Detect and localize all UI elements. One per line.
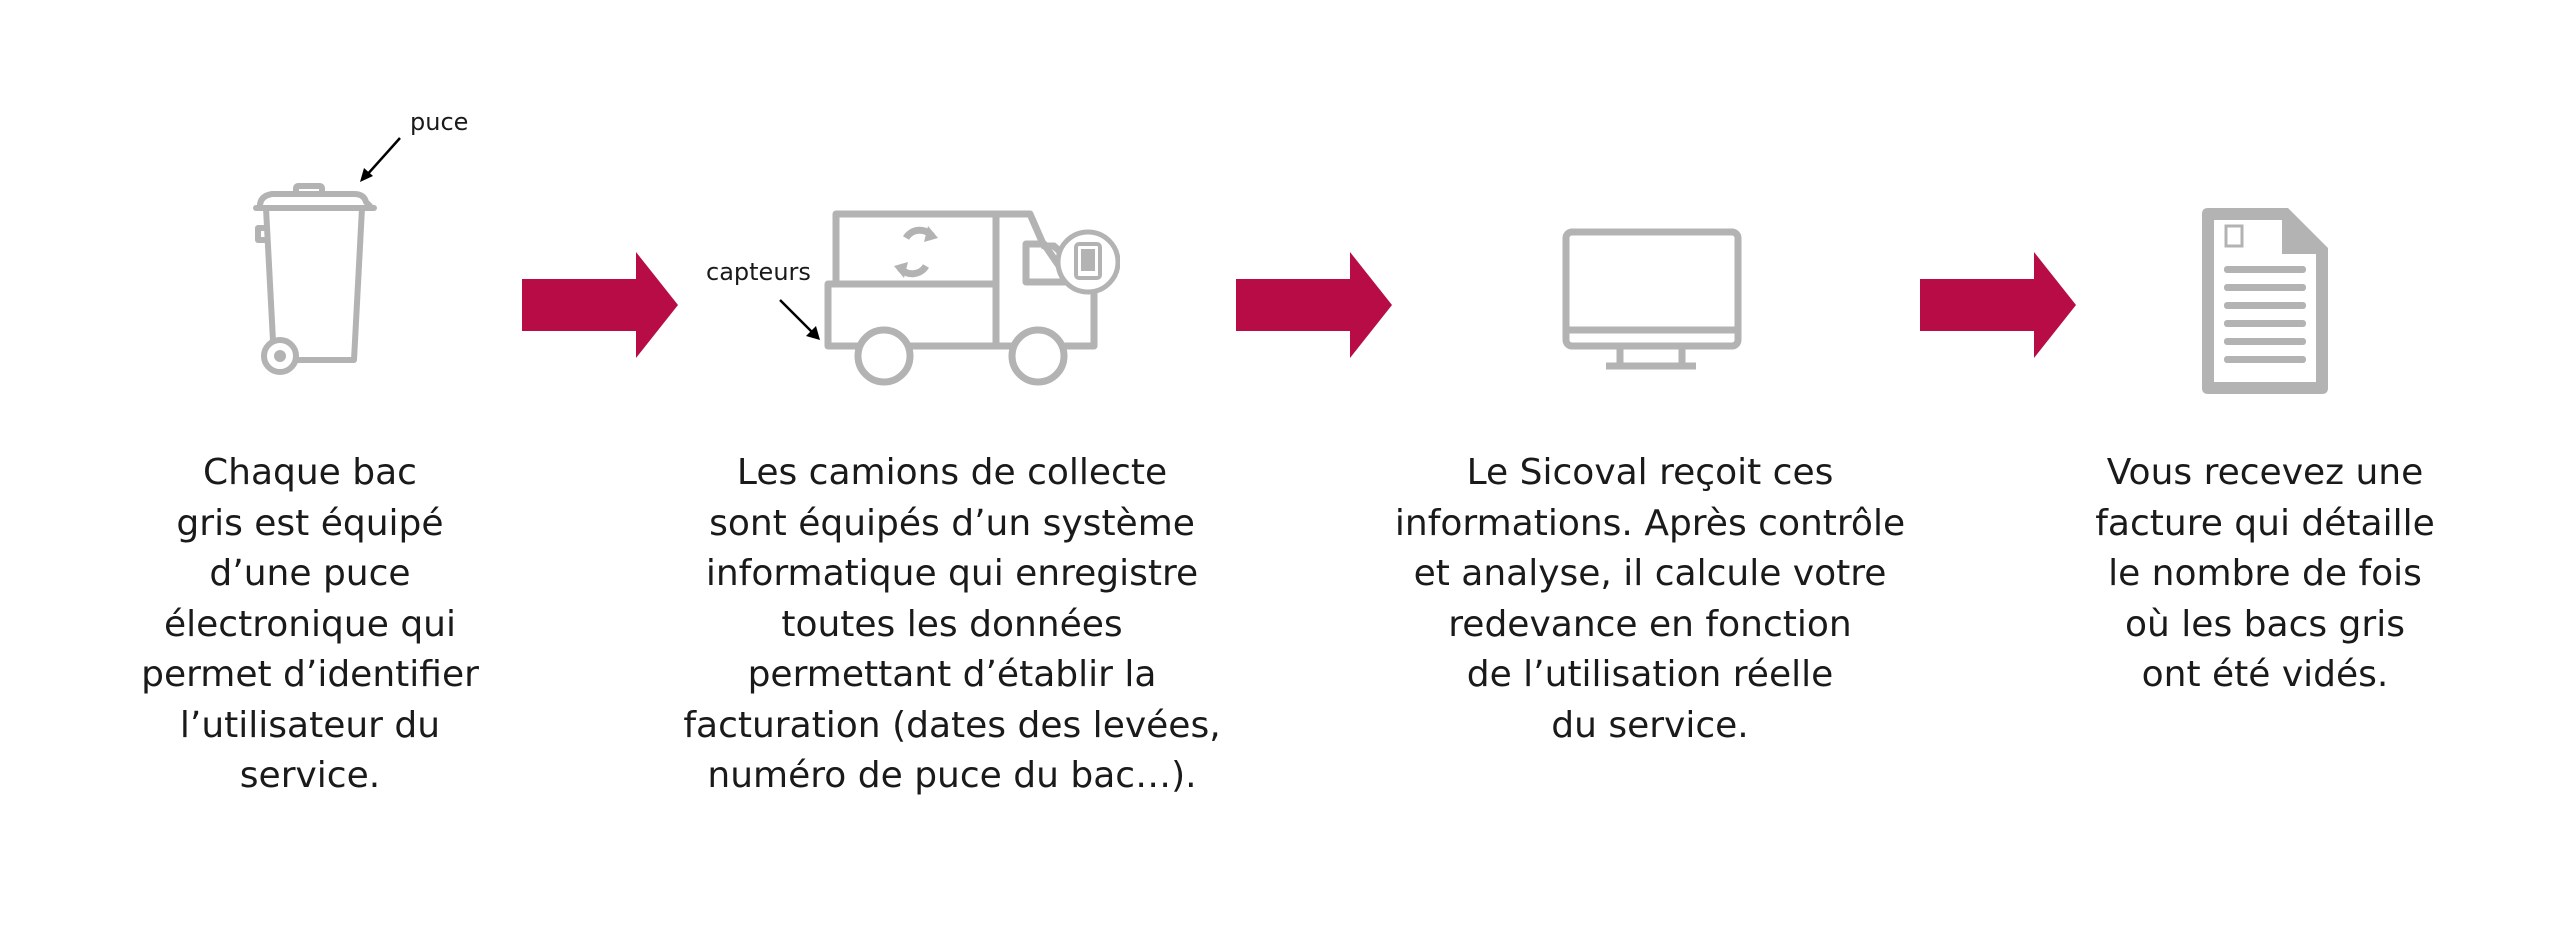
caption-line: du service. bbox=[1551, 704, 1749, 746]
caption-line: de l’utilisation réelle bbox=[1466, 654, 1834, 695]
caption-line: et analyse, il calcule votre bbox=[1413, 553, 1887, 594]
caption-line: où les bacs gris bbox=[2125, 603, 2405, 645]
callout-puce: puce bbox=[410, 108, 469, 136]
caption-line: l’utilisateur du bbox=[179, 704, 441, 746]
caption-step-4: Vous recevez une facture qui détaille le… bbox=[2070, 448, 2460, 701]
caption-line: Vous recevez une bbox=[2106, 452, 2424, 493]
caption-line: permet d’identifier bbox=[141, 654, 479, 695]
caption-line: service. bbox=[239, 755, 381, 796]
caption-line: redevance en fonction bbox=[1448, 603, 1852, 645]
bin-icon bbox=[250, 178, 386, 380]
caption-line: d’une puce bbox=[209, 553, 411, 594]
caption-line: numéro de puce du bac…). bbox=[707, 755, 1197, 796]
monitor-icon bbox=[1560, 226, 1746, 374]
caption-line: gris est équipé bbox=[176, 502, 444, 544]
caption-line: Chaque bac bbox=[203, 452, 417, 493]
callout-arrow-puce bbox=[360, 137, 401, 182]
caption-line: permettant d’établir la bbox=[747, 654, 1157, 695]
caption-line: informatique qui enregistre bbox=[705, 553, 1199, 594]
caption-step-2: Les camions de collecte sont équipés d’u… bbox=[672, 448, 1232, 802]
caption-line: le nombre de fois bbox=[2108, 553, 2422, 594]
caption-line: Les camions de collecte bbox=[736, 452, 1168, 493]
caption-line: toutes les données bbox=[781, 603, 1123, 645]
flow-arrow-1 bbox=[522, 252, 678, 358]
invoice-icon bbox=[2196, 204, 2336, 400]
caption-line: Le Sicoval reçoit ces bbox=[1466, 452, 1834, 493]
truck-icon bbox=[820, 196, 1120, 392]
caption-line: facture qui détaille bbox=[2095, 502, 2435, 544]
caption-line: facturation (dates des levées, bbox=[683, 704, 1221, 746]
callout-capteurs: capteurs bbox=[706, 258, 811, 286]
flow-arrow-2 bbox=[1236, 252, 1392, 358]
caption-line: électronique qui bbox=[164, 603, 456, 645]
caption-line: ont été vidés. bbox=[2141, 654, 2389, 695]
caption-line: informations. Après contrôle bbox=[1394, 502, 1906, 544]
caption-line: sont équipés d’un système bbox=[709, 502, 1195, 544]
flow-arrow-3 bbox=[1920, 252, 2076, 358]
caption-step-3: Le Sicoval reçoit ces informations. Aprè… bbox=[1380, 448, 1920, 751]
callout-arrow-capteurs bbox=[779, 299, 820, 340]
caption-step-1: Chaque bac gris est équipé d’une puce él… bbox=[110, 448, 510, 802]
